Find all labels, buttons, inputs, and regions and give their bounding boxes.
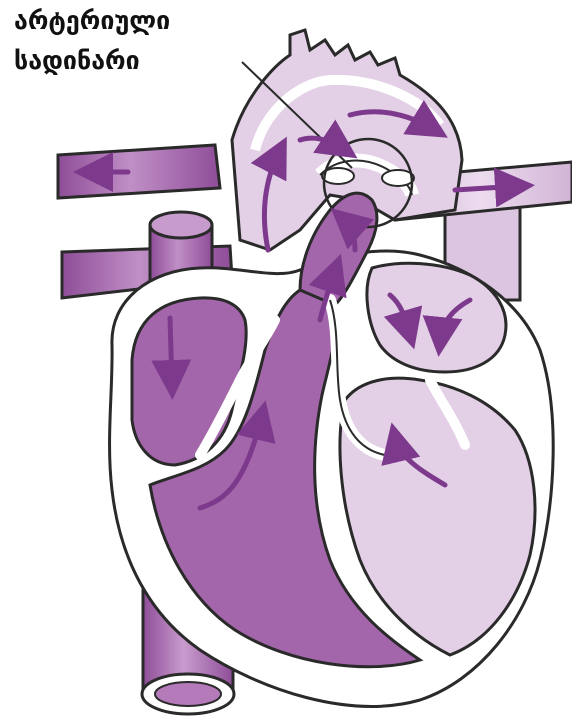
label-line-1: არტერიული bbox=[14, 6, 170, 35]
label-line-2: სადინარი bbox=[14, 46, 140, 75]
